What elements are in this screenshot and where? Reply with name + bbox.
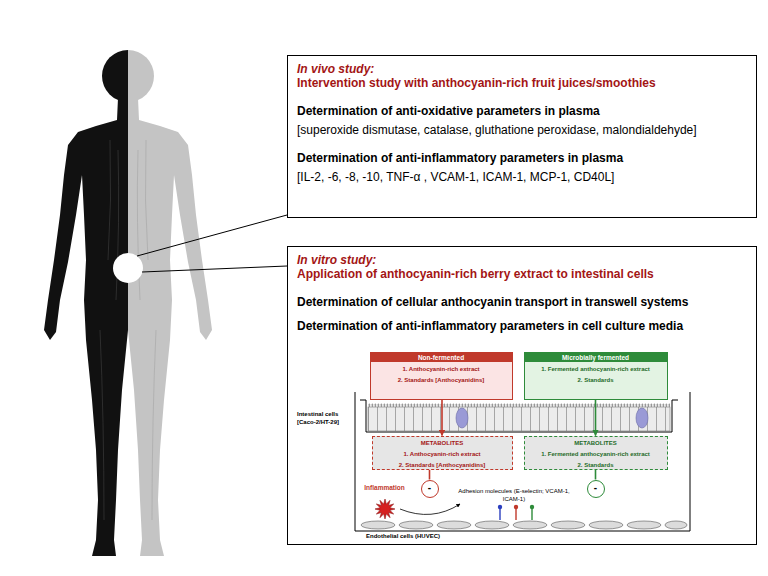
node-heading: Inflammation [360,484,410,492]
node-text: Determination of anti-inflammatory param… [297,319,747,333]
flow-arrow [429,470,431,480]
burst-star [375,499,395,519]
node-text: 2. Standards [Anthocyanidins] [371,376,512,384]
node-heading: In vitro study: [297,253,747,267]
node-text: Application of anthocyanin-rich berry ex… [297,267,747,281]
node-text: 1. Anthocyanin-rich extract [373,450,512,458]
effect-circle: - [587,480,605,498]
node-text: 1. Fermented anthocyanin-rich extract [525,450,667,458]
cell-label: Intestinal cells [Caco-2/HT-29] [297,411,351,426]
node-text: 1. Anthocyanin-rich extract [371,365,512,373]
flow-arrow [595,400,597,436]
flow-arrow [441,400,443,436]
node-text: 2. Standards [Anthocyanidins] [373,461,512,469]
zoom-lines [137,215,287,272]
molecule-label: Adhesion molecules (E-selectin; VCAM-1, … [458,488,570,503]
extract-box: Microbially fermented 1. Fermented anthoc… [524,352,668,400]
node-heading: METABOLITES [373,439,512,447]
node-heading: In vivo study: [297,62,747,76]
node-text: 2. Standards [525,461,667,469]
effect-circle: - [421,480,439,498]
node-heading: Microbially fermented [525,353,667,362]
signal-arrow [400,504,460,514]
metabolite-box: METABOLITES 1. Anthocyanin-rich extract 2.… [372,436,513,470]
node-text: Determination of cellular anthocyanin tr… [297,295,747,309]
flow-arrow [595,470,597,480]
node-text: Determination of anti-oxidative paramete… [297,104,747,118]
node-text: 1. Fermented anthocyanin-rich extract [525,365,667,373]
inflammation-burst: Inflammation [360,484,410,520]
human-silhouette [44,50,212,556]
transwell-system [355,392,690,531]
cell-label: Endothelial cells (HUVEC) [366,533,506,541]
node-heading: - [588,481,604,495]
endothelial-layer [361,521,687,529]
node-heading: - [422,481,438,495]
metabolite-box: METABOLITES 1. Fermented anthocyanin-rich… [524,436,668,470]
node-text: Determination of anti-inflammatory param… [297,151,747,165]
node-text: [superoxide dismutase, catalase, gluthat… [297,123,747,137]
node-heading: Non-fermented [371,353,512,362]
adhesion-molecule-symbols [498,505,534,520]
extract-box: Non-fermented 1. Anthocyanin-rich extract… [370,352,513,400]
node-text: 2. Standards [525,376,667,384]
study-panel: In vivo study:Intervention study with an… [287,55,757,218]
node-text: [IL-2, -6, -8, -10, TNF-α , VCAM-1, ICAM… [297,170,747,184]
node-heading: METABOLITES [525,439,667,447]
node-text: Intervention study with anthocyanin-rich… [297,76,747,90]
